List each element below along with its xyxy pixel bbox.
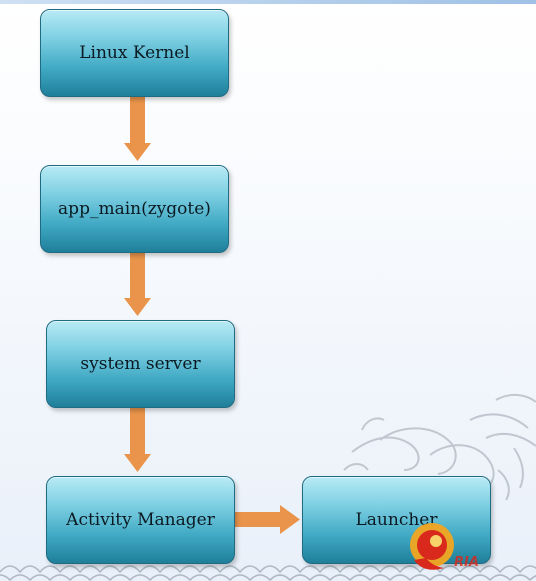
slide-top-strip: [0, 0, 536, 4]
node-label: app_main(zygote): [58, 199, 211, 219]
arrow-down-system-to-activity: [124, 407, 151, 472]
node-system-server: system server: [46, 320, 235, 408]
node-label: Activity Manager: [66, 510, 215, 530]
node-linux-kernel: Linux Kernel: [40, 9, 229, 97]
node-label: Linux Kernel: [79, 43, 190, 63]
node-activity-manager: Activity Manager: [46, 476, 235, 564]
node-label: Launcher: [355, 510, 438, 530]
arrow-down-kernel-to-appmain: [124, 96, 151, 161]
node-launcher: Launcher: [302, 476, 491, 564]
arrow-down-appmain-to-system: [124, 252, 151, 316]
arrow-right-activity-to-launcher: [234, 505, 300, 534]
node-label: system server: [80, 354, 201, 374]
node-app-main-zygote: app_main(zygote): [40, 165, 229, 253]
